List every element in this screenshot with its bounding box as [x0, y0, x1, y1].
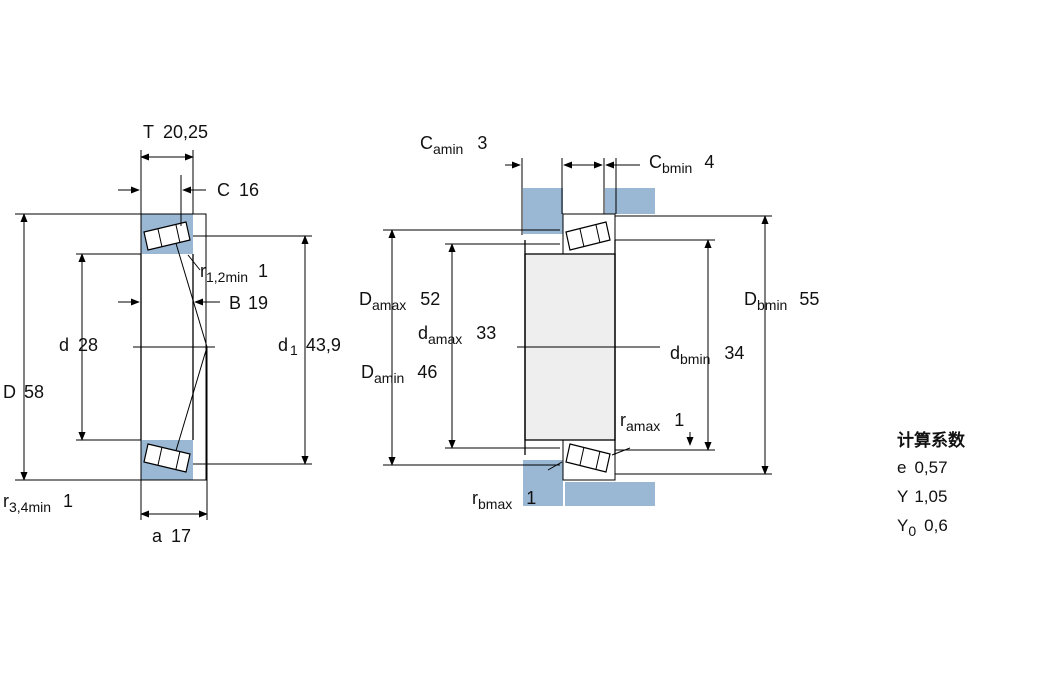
calc-title: 计算系数 — [897, 430, 966, 451]
roller-bottom — [143, 443, 191, 473]
bearing-cross-section — [15, 150, 312, 520]
abutment-drawing — [383, 158, 772, 506]
roller-top — [143, 221, 191, 251]
